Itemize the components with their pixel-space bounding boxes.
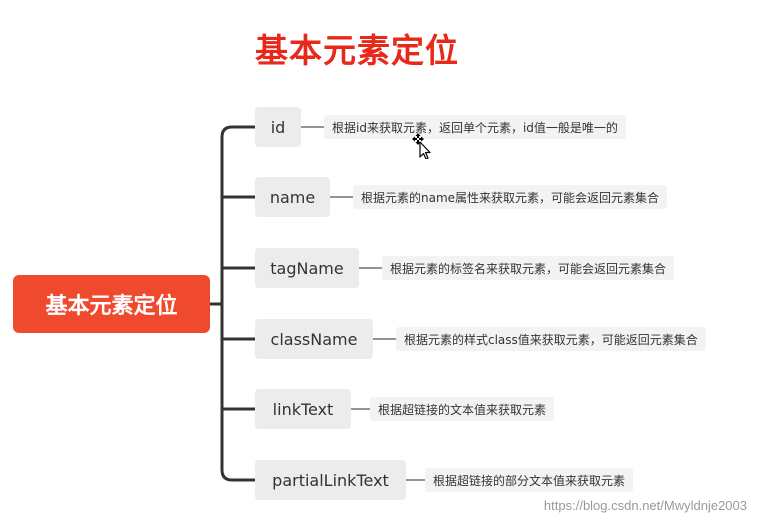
- branch-node-id[interactable]: id: [255, 107, 301, 147]
- desc-node-name[interactable]: 根据元素的name属性来获取元素，可能会返回元素集合: [353, 185, 668, 209]
- branch-node-partiallinktext[interactable]: partialLinkText: [255, 460, 406, 500]
- move-cursor-icon: [412, 133, 431, 159]
- branch-node-tagname[interactable]: tagName: [255, 248, 359, 288]
- desc-node-tagname[interactable]: 根据元素的标签名来获取元素，可能会返回元素集合: [382, 256, 675, 280]
- branch-node-linktext[interactable]: linkText: [255, 389, 351, 429]
- trunk-line: [220, 125, 233, 482]
- desc-node-linktext[interactable]: 根据超链接的文本值来获取元素: [370, 397, 555, 421]
- desc-node-id[interactable]: 根据id来获取元素，返回单个元素，id值一般是唯一的: [324, 115, 626, 139]
- desc-node-partiallinktext[interactable]: 根据超链接的部分文本值来获取元素: [425, 468, 634, 492]
- branch-node-classname[interactable]: className: [255, 319, 373, 359]
- root-node[interactable]: 基本元素定位: [13, 275, 210, 333]
- branch-node-name[interactable]: name: [255, 177, 330, 217]
- page-title: 基本元素定位: [255, 31, 459, 70]
- desc-node-classname[interactable]: 根据元素的样式class值来获取元素，可能返回元素集合: [396, 327, 706, 351]
- watermark: https://blog.csdn.net/Mwyldnje2003: [543, 498, 747, 513]
